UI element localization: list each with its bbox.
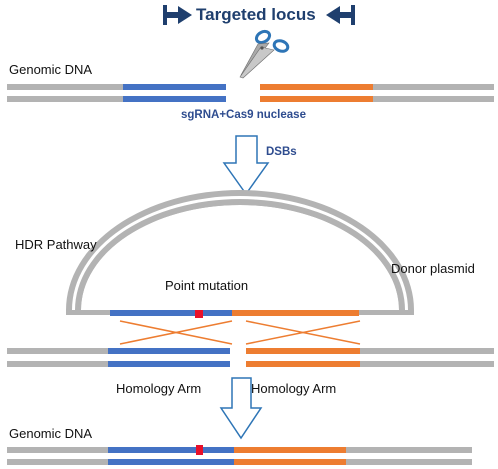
sgrna-label: sgRNA+Cas9 nuclease <box>181 109 306 121</box>
homology-arm-left-label: Homology Arm <box>116 381 202 396</box>
donor-plasmid-label: Donor plasmid <box>391 261 475 276</box>
donor-plasmid <box>66 190 414 318</box>
genomic-dna-bottom-label: Genomic DNA <box>9 426 93 441</box>
homology-arm-right-label: Homology Arm <box>251 381 337 396</box>
down-arrow-2 <box>219 377 263 440</box>
point-mutation-label: Point mutation <box>165 278 249 293</box>
arrow-left-icon <box>326 5 355 25</box>
crossover-lines <box>119 320 361 345</box>
genomic-dna-bottom <box>7 445 472 465</box>
dsbs-label: DSBs <box>266 146 297 158</box>
down-arrow-1 <box>222 135 270 196</box>
scissors-icon <box>239 29 290 79</box>
title: Targeted locus <box>196 5 316 24</box>
genomic-dna-top <box>7 84 494 102</box>
hdr-pathway-label: HDR Pathway <box>15 237 97 252</box>
genomic-dna-middle <box>7 348 494 367</box>
arrow-right-icon <box>163 5 192 25</box>
genomic-dna-top-label: Genomic DNA <box>9 62 93 77</box>
